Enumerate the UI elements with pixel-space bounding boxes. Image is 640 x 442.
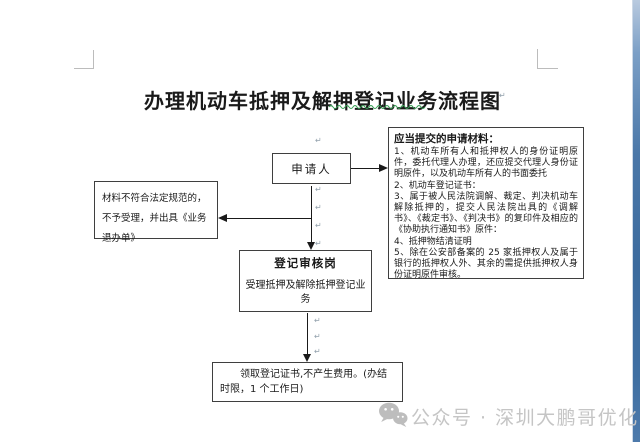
paragraph-mark: ↵ <box>314 316 321 325</box>
window-scrollbar[interactable] <box>632 0 640 442</box>
connector-review-to-result <box>307 313 308 355</box>
flow-box-review-post: 登记审核岗 受理抵押及解除抵押登记业务 <box>239 250 372 312</box>
materials-item: 1、机动车所有人和抵押权人的身份证明原件，委托代理人办理，还应提交代理人身份证明… <box>394 147 578 180</box>
arrowhead-left-icon <box>218 214 227 222</box>
review-post-title: 登记审核岗 <box>274 256 337 270</box>
text-boundary-mark-top-right <box>537 49 558 69</box>
connector-applicant-to-materials <box>351 168 380 169</box>
flow-box-required-materials: 应当提交的申请材料： 1、机动车所有人和抵押权人的身份证明原件，委托代理人办理，… <box>388 127 584 279</box>
arrowhead-down-icon <box>307 242 315 250</box>
text-boundary-mark-top-left <box>74 50 94 69</box>
materials-item: 4、抵押物结清证明 <box>394 236 472 247</box>
paragraph-mark: ↵ <box>499 91 506 100</box>
connector-to-reject <box>227 218 312 219</box>
result-text: 领取登记证书,不产生费用。(办结时限，1 个工作日) <box>220 369 388 395</box>
paragraph-mark: ↵ <box>315 221 322 230</box>
review-post-body: 受理抵押及解除抵押登记业务 <box>245 280 366 305</box>
paragraph-mark: ↵ <box>314 332 321 341</box>
paragraph-mark: ↵ <box>315 185 322 194</box>
paragraph-mark: ↵ <box>315 239 322 248</box>
page-title: 办理机动车抵押及解押登记业务流程图 <box>144 89 501 113</box>
spellcheck-wavy-underline <box>329 105 426 109</box>
flow-box-result: 领取登记证书,不产生费用。(办结时限，1 个工作日) <box>212 362 403 402</box>
applicant-label: 申请人 <box>291 161 332 176</box>
flow-box-applicant: 申请人 <box>272 153 351 184</box>
materials-item: 3、属于被人民法院调解、裁定、判决机动车解除抵押的，提交人民法院出具的《调解书》… <box>394 191 578 236</box>
materials-title: 应当提交的申请材料： <box>394 133 499 145</box>
watermark-text: 公众号 · 深圳大鹏哥优化 <box>411 407 639 429</box>
materials-item: 2、机动车登记证书： <box>394 180 481 191</box>
connector-applicant-to-review <box>311 186 312 243</box>
paragraph-mark: ↵ <box>315 136 322 145</box>
reject-text: 材料不符合法定规范的，不予受理，并出具《业务退办单》 <box>102 193 207 244</box>
arrowhead-right-icon <box>379 164 388 172</box>
paragraph-mark: ↵ <box>314 347 321 356</box>
paragraph-mark: ↵ <box>315 203 322 212</box>
materials-item: 5、除在公安部备案的 25 家抵押权人及属于银行的抵押权人外、其余的需提供抵押权… <box>394 247 578 279</box>
wechat-icon <box>379 402 408 427</box>
flow-box-reject: 材料不符合法定规范的，不予受理，并出具《业务退办单》 <box>94 181 218 244</box>
arrowhead-down-icon <box>303 354 311 362</box>
